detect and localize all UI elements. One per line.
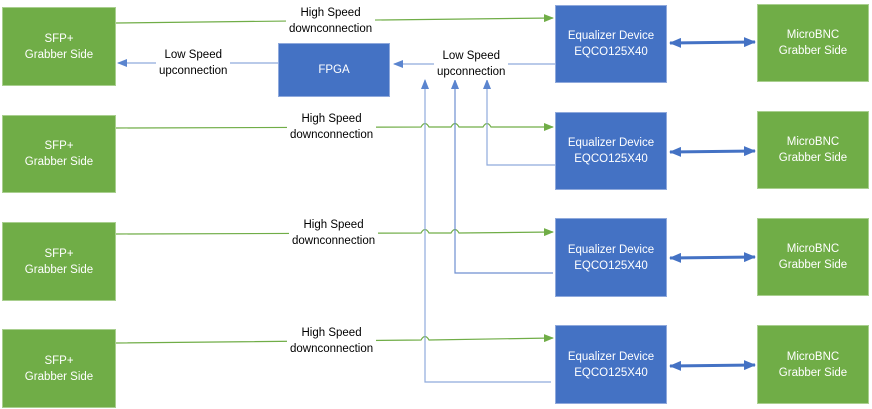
high-speed-label-line1: High Speed <box>301 327 362 339</box>
sfp-grabber-box-2: SFP+ Grabber Side <box>2 115 116 193</box>
low-speed-line-eq3 <box>451 79 553 274</box>
high-speed-line-3 <box>115 228 554 237</box>
microbnc-box-1: MicroBNC Grabber Side <box>757 4 869 82</box>
equalizer-label-line2: EQCO125X40 <box>574 46 648 58</box>
equalizer-label-line1: Equalizer Device <box>567 350 655 363</box>
microbnc-box-4: MicroBNC Grabber Side <box>757 325 869 404</box>
high-speed-label-line2: downconnection <box>292 235 376 247</box>
microbnc-label-line2: Grabber Side <box>778 45 848 57</box>
low-speed-label-line1: Low Speed <box>164 49 222 61</box>
high-speed-label-4: High Speed downconnection <box>287 325 377 357</box>
sfp-grabber-box-3: SFP+ Grabber Side <box>2 222 116 301</box>
equalizer-label-line1: Equalizer Device <box>567 243 655 256</box>
sfp-label-line1: SFP+ <box>44 247 74 260</box>
microbnc-box-2: MicroBNC Grabber Side <box>757 111 869 189</box>
high-speed-label-line1: High Speed <box>300 7 361 19</box>
sfp-label-line2: Grabber Side <box>24 48 94 61</box>
low-speed-label-sfp: Low Speed upconnection <box>156 47 231 79</box>
microbnc-label-line1: MicroBNC <box>786 29 840 41</box>
bidirectional-arrow-1 <box>669 37 756 48</box>
high-speed-label-line2: downconnection <box>290 129 374 141</box>
microbnc-label-line1: MicroBNC <box>786 243 840 255</box>
microbnc-box-3: MicroBNC Grabber Side <box>757 218 869 296</box>
sfp-label-line2: Grabber Side <box>24 263 94 276</box>
sfp-label-line2: Grabber Side <box>24 370 94 383</box>
bidirectional-arrow-4 <box>669 360 756 371</box>
equalizer-label-line2: EQCO125X40 <box>574 259 648 272</box>
sfp-grabber-box-4: SFP+ Grabber Side <box>2 329 116 408</box>
microbnc-label-line2: Grabber Side <box>778 259 848 271</box>
sfp-label-line1: SFP+ <box>44 140 74 152</box>
fpga-box: FPGA <box>278 43 390 97</box>
low-speed-label-line2: upconnection <box>159 65 228 77</box>
high-speed-label-line2: downconnection <box>290 343 374 355</box>
microbnc-label-line2: Grabber Side <box>778 366 848 379</box>
bidirectional-arrow-2 <box>669 146 756 157</box>
equalizer-label-line1: Equalizer Device <box>567 137 655 149</box>
high-speed-label-1: High Speed downconnection <box>286 5 376 37</box>
equalizer-label-line2: EQCO125X40 <box>574 366 648 379</box>
high-speed-label-3: High Speed downconnection <box>289 217 379 249</box>
high-speed-label-line1: High Speed <box>303 219 364 231</box>
microbnc-label-line2: Grabber Side <box>778 152 848 164</box>
equalizer-label-line1: Equalizer Device <box>567 30 655 42</box>
bidirectional-arrow-3 <box>669 252 756 263</box>
low-speed-line-eq2 <box>483 79 555 166</box>
microbnc-label-line1: MicroBNC <box>786 136 840 148</box>
low-speed-label-line2: upconnection <box>437 66 506 78</box>
equalizer-label-line2: EQCO125X40 <box>574 153 648 165</box>
sfp-label-line1: SFP+ <box>44 354 74 367</box>
microbnc-label-line1: MicroBNC <box>786 350 840 363</box>
low-speed-line-eq4 <box>421 79 551 383</box>
sfp-label-line2: Grabber Side <box>24 156 94 168</box>
high-speed-label-line2: downconnection <box>289 23 373 35</box>
low-speed-label-line1: Low Speed <box>442 50 500 62</box>
low-speed-label-fpga: Low Speed upconnection <box>434 48 509 80</box>
fpga-label: FPGA <box>318 64 350 76</box>
sfp-label-line1: SFP+ <box>44 32 74 45</box>
high-speed-label-2: High Speed downconnection <box>287 111 377 143</box>
sfp-grabber-box-1: SFP+ Grabber Side <box>2 7 116 86</box>
high-speed-label-line1: High Speed <box>301 113 362 125</box>
